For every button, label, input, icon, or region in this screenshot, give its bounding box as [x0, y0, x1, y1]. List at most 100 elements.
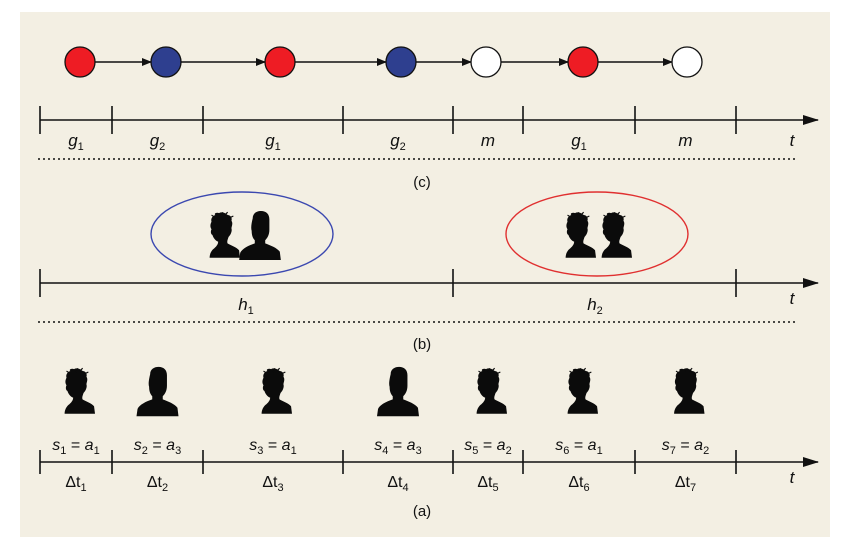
state-symbol: s	[134, 437, 142, 454]
duration-symbol: Δt	[147, 474, 163, 491]
segment-label-c-subscript: 1	[78, 141, 84, 153]
axis-label-t: t	[790, 468, 796, 487]
state-subscript: 5	[472, 445, 478, 457]
person-silhouette-icon	[239, 211, 281, 260]
person-silhouette-icon	[63, 367, 95, 415]
equals-sign: =	[680, 437, 689, 454]
segment-label-c: g2	[390, 131, 406, 153]
axis-label-t: t	[790, 289, 796, 308]
state-assignment-label: s6 = a1	[555, 437, 602, 457]
state-subscript: 6	[563, 445, 569, 457]
state-assignment-label: s5 = a2	[464, 437, 511, 457]
duration-subscript: 2	[162, 482, 168, 494]
activity-symbol: a	[282, 437, 291, 454]
state-symbol: s	[662, 437, 670, 454]
segment-label-c-base: g	[265, 131, 275, 150]
state-node-blue	[150, 46, 182, 78]
caption-c: (c)	[413, 174, 431, 191]
state-node-red	[567, 46, 599, 78]
duration-label: Δt6	[568, 474, 589, 494]
activity-symbol: a	[694, 437, 703, 454]
duration-symbol: Δt	[387, 474, 403, 491]
duration-subscript: 6	[584, 482, 590, 494]
person-silhouette-icon	[136, 366, 179, 417]
segment-label-c-base: g	[150, 131, 160, 150]
state-symbol: s	[249, 437, 257, 454]
segment-label-c-subscript: 2	[400, 141, 406, 153]
segment-label-b-subscript: 2	[597, 305, 603, 317]
state-assignment-label: s2 = a3	[134, 437, 181, 457]
person-silhouette-icon	[475, 367, 507, 415]
equals-sign: =	[71, 437, 80, 454]
state-assignment-label: s7 = a2	[662, 437, 709, 457]
state-symbol: s	[374, 437, 382, 454]
person-silhouette-icon	[377, 366, 419, 417]
duration-symbol: Δt	[65, 474, 81, 491]
state-node-white	[470, 46, 502, 78]
caption-b: (b)	[413, 336, 431, 353]
segment-label-b-subscript: 1	[248, 305, 254, 317]
state-node-red	[64, 46, 96, 78]
segment-label-b-base: h	[238, 295, 247, 314]
segment-label-c-base: m	[481, 131, 495, 150]
state-node-red	[264, 46, 296, 78]
duration-subscript: 1	[81, 482, 87, 494]
group-ellipse-1	[150, 191, 334, 277]
duration-symbol: Δt	[675, 474, 691, 491]
segment-label-c-base: m	[678, 131, 692, 150]
activity-subscript: 1	[291, 445, 297, 457]
activity-symbol: a	[497, 437, 506, 454]
equals-sign: =	[574, 437, 583, 454]
activity-subscript: 2	[506, 445, 512, 457]
duration-subscript: 3	[278, 482, 284, 494]
duration-label: Δt1	[65, 474, 86, 494]
duration-label: Δt7	[675, 474, 696, 494]
state-subscript: 3	[257, 445, 263, 457]
state-subscript: 2	[142, 445, 148, 457]
caption-a: (a)	[413, 503, 431, 520]
equals-sign: =	[152, 437, 161, 454]
duration-label: Δt4	[387, 474, 408, 494]
segment-label-c-subscript: 1	[275, 141, 281, 153]
state-assignment-label: s1 = a1	[52, 437, 99, 457]
person-silhouette-icon	[260, 367, 292, 415]
duration-symbol: Δt	[477, 474, 493, 491]
duration-label: Δt2	[147, 474, 168, 494]
group-ellipse-2	[505, 191, 689, 277]
person-silhouette-icon	[566, 367, 598, 415]
state-assignment-label: s3 = a1	[249, 437, 296, 457]
activity-subscript: 1	[94, 445, 100, 457]
equals-sign: =	[268, 437, 277, 454]
segment-label-b: h1	[238, 295, 254, 317]
state-node-white	[671, 46, 703, 78]
segment-label-c-base: g	[390, 131, 400, 150]
state-symbol: s	[464, 437, 472, 454]
equals-sign: =	[393, 437, 402, 454]
state-symbol: s	[52, 437, 60, 454]
state-symbol: s	[555, 437, 563, 454]
activity-subscript: 2	[703, 445, 709, 457]
activity-symbol: a	[85, 437, 94, 454]
state-assignment-label: s4 = a3	[374, 437, 421, 457]
activity-subscript: 3	[416, 445, 422, 457]
segment-label-b-base: h	[587, 295, 596, 314]
state-subscript: 7	[670, 445, 676, 457]
person-silhouette-icon	[600, 211, 632, 259]
activity-subscript: 1	[597, 445, 603, 457]
axis-label-t: t	[790, 131, 796, 150]
state-subscript: 1	[60, 445, 66, 457]
duration-symbol: Δt	[568, 474, 584, 491]
segment-label-c: g1	[265, 131, 281, 153]
duration-label: Δt3	[262, 474, 283, 494]
equals-sign: =	[483, 437, 492, 454]
segment-label-c-base: g	[571, 131, 581, 150]
segment-label-c: m	[678, 131, 692, 150]
segment-label-c-subscript: 1	[581, 141, 587, 153]
segment-label-c: g1	[68, 131, 84, 153]
state-node-blue	[385, 46, 417, 78]
